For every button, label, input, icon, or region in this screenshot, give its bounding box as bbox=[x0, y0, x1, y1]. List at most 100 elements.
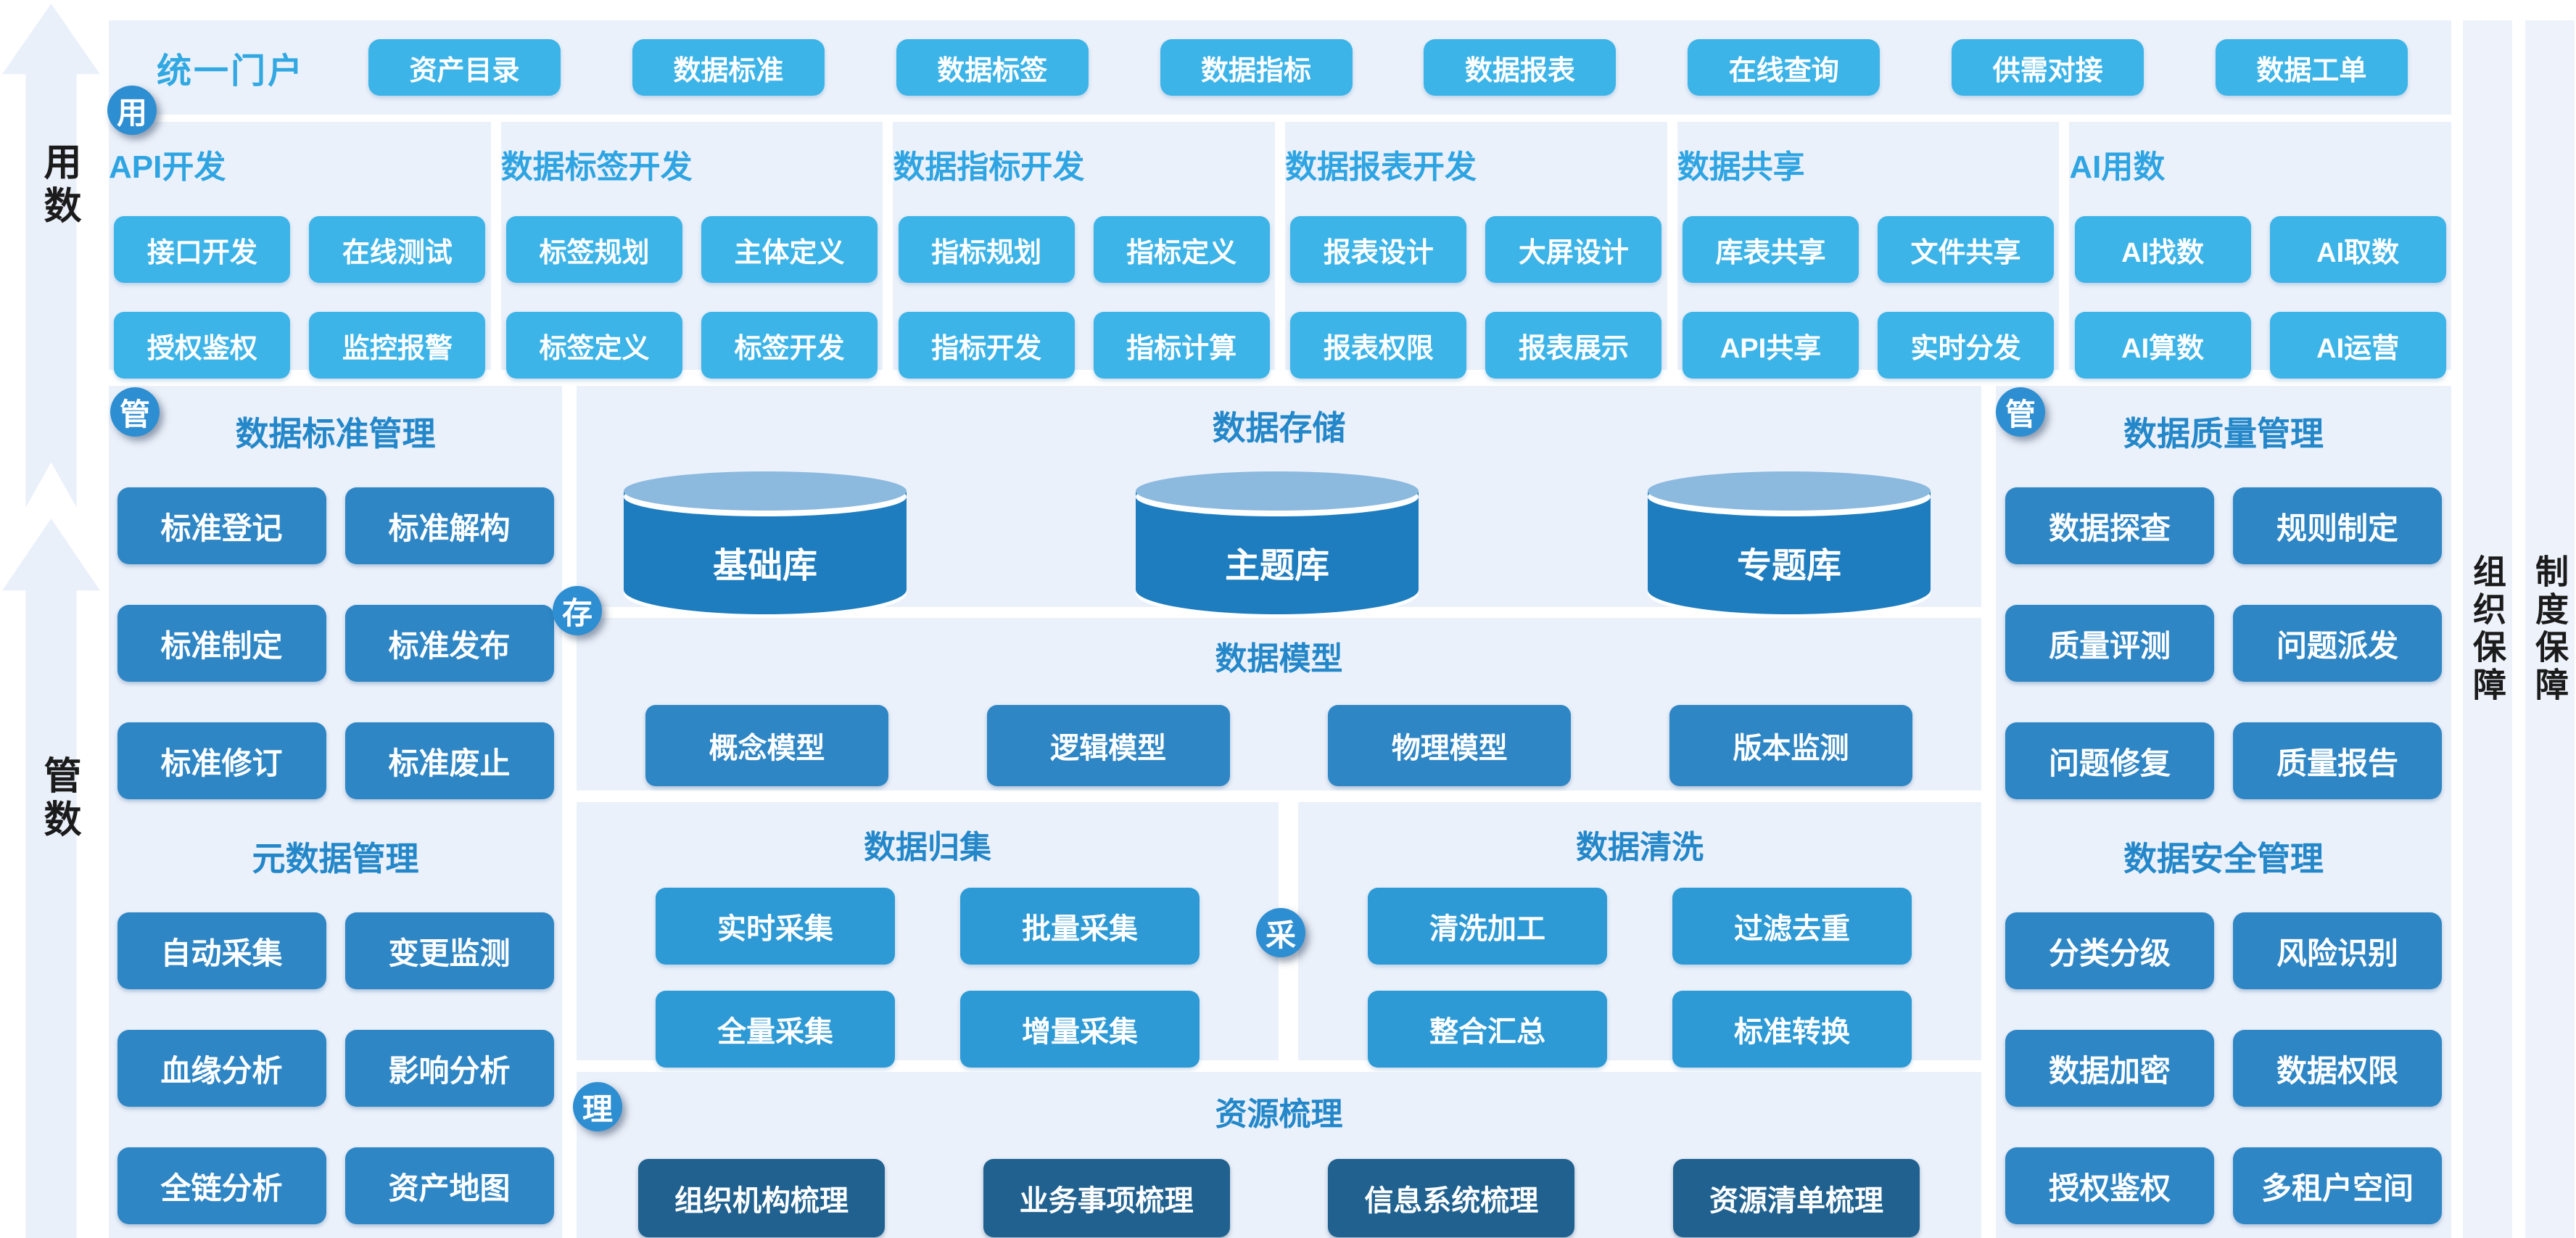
module-button[interactable]: 风险识别 bbox=[2233, 912, 2442, 989]
feature-button[interactable]: 监控报警 bbox=[309, 312, 486, 379]
module-button[interactable]: 全量采集 bbox=[656, 991, 895, 1068]
module-button[interactable]: 批量采集 bbox=[960, 888, 1200, 965]
module-button[interactable]: 问题修复 bbox=[2005, 722, 2214, 799]
cylinder-top-icon bbox=[1648, 471, 1931, 511]
panel-data-quality-security: 数据质量管理 数据探查 规则制定 质量评测 问题派发 问题修复 质量报告 数据安… bbox=[1996, 386, 2451, 1238]
portal-button[interactable]: 数据工单 bbox=[2215, 39, 2408, 96]
module-button[interactable]: 逻辑模型 bbox=[986, 705, 1230, 786]
module-button[interactable]: 组织机构梳理 bbox=[638, 1159, 885, 1237]
feature-button[interactable]: 在线测试 bbox=[309, 216, 486, 283]
module-button[interactable]: 质量报告 bbox=[2233, 722, 2442, 799]
guarantee-bar-label: 组织保障 bbox=[2469, 553, 2506, 705]
panel-data-model: 数据模型 概念模型 逻辑模型 物理模型 版本监测 bbox=[577, 618, 1981, 791]
cleaning-button-grid: 清洗加工 过滤去重 整合汇总 标准转换 bbox=[1298, 888, 1981, 1068]
module-button[interactable]: 过滤去重 bbox=[1672, 888, 1912, 965]
feature-button[interactable]: 标签定义 bbox=[506, 312, 682, 379]
combing-button-row: 组织机构梳理 业务事项梳理 信息系统梳理 资源清单梳理 bbox=[577, 1159, 1981, 1237]
portal-button[interactable]: 数据标准 bbox=[632, 39, 825, 96]
module-button[interactable]: 标准登记 bbox=[117, 487, 326, 564]
portal-button-row: 资产目录 数据标准 数据标签 数据指标 数据报表 在线查询 供需对接 数据工单 bbox=[368, 39, 2408, 96]
panel-title: 元数据管理 bbox=[252, 840, 419, 878]
feature-button[interactable]: 库表共享 bbox=[1683, 216, 1859, 283]
module-button[interactable]: 资产地图 bbox=[344, 1147, 554, 1224]
module-button[interactable]: 数据加密 bbox=[2005, 1030, 2214, 1107]
module-button[interactable]: 概念模型 bbox=[645, 705, 888, 786]
module-button[interactable]: 标准发布 bbox=[344, 605, 554, 682]
feature-button[interactable]: 指标定义 bbox=[1093, 216, 1270, 283]
up-arrow-govern-data bbox=[2, 519, 100, 1238]
module-button[interactable]: 血缘分析 bbox=[117, 1030, 326, 1107]
feature-button[interactable]: 接口开发 bbox=[114, 216, 291, 283]
badge-store-icon: 存 bbox=[553, 586, 602, 635]
rail-label-use-data: 用数 bbox=[38, 142, 80, 229]
module-button[interactable]: 版本监测 bbox=[1669, 705, 1912, 786]
feature-button[interactable]: 主体定义 bbox=[701, 216, 878, 283]
module-button[interactable]: 多租户空间 bbox=[2233, 1147, 2442, 1224]
module-button[interactable]: 物理模型 bbox=[1328, 705, 1572, 786]
portal-button[interactable]: 数据报表 bbox=[1424, 39, 1617, 96]
cylinder-body: 主题库 bbox=[1136, 491, 1419, 614]
portal-button[interactable]: 在线查询 bbox=[1688, 39, 1881, 96]
feature-button[interactable]: API共享 bbox=[1683, 312, 1859, 379]
badge-manage-icon: 管 bbox=[1996, 387, 2045, 437]
module-button[interactable]: 规则制定 bbox=[2233, 487, 2442, 564]
feature-button[interactable]: AI算数 bbox=[2074, 312, 2251, 379]
module-button[interactable]: 变更监测 bbox=[344, 912, 554, 989]
module-button[interactable]: 实时采集 bbox=[656, 888, 895, 965]
feature-button[interactable]: 报表设计 bbox=[1290, 216, 1467, 283]
module-button[interactable]: 分类分级 bbox=[2005, 912, 2214, 989]
module-button[interactable]: 数据权限 bbox=[2233, 1030, 2442, 1107]
up-arrow-use-data bbox=[2, 4, 100, 508]
portal-button[interactable]: 数据指标 bbox=[1160, 39, 1353, 96]
feature-button[interactable]: AI运营 bbox=[2269, 312, 2446, 379]
module-button[interactable]: 清洗加工 bbox=[1368, 888, 1607, 965]
dev-panel-title: 数据标签开发 bbox=[500, 149, 693, 185]
module-button[interactable]: 授权鉴权 bbox=[2005, 1147, 2214, 1224]
feature-button[interactable]: 文件共享 bbox=[1878, 216, 2055, 283]
dev-panel-api: API开发 接口开发 在线测试 授权鉴权 监控报警 bbox=[109, 122, 491, 379]
module-button[interactable]: 资源清单梳理 bbox=[1672, 1159, 1920, 1237]
feature-button[interactable]: 指标开发 bbox=[898, 312, 1075, 379]
feature-button[interactable]: 指标计算 bbox=[1093, 312, 1270, 379]
module-button[interactable]: 自动采集 bbox=[117, 912, 326, 989]
module-button[interactable]: 影响分析 bbox=[344, 1030, 554, 1107]
feature-button[interactable]: 授权鉴权 bbox=[114, 312, 291, 379]
module-button[interactable]: 标准解构 bbox=[344, 487, 554, 564]
module-button[interactable]: 标准转换 bbox=[1672, 991, 1912, 1068]
module-button[interactable]: 信息系统梳理 bbox=[1328, 1159, 1575, 1237]
database-cylinder: 基础库 bbox=[624, 471, 907, 619]
feature-button[interactable]: 指标规划 bbox=[898, 216, 1075, 283]
feature-button[interactable]: 大屏设计 bbox=[1485, 216, 1662, 283]
module-button[interactable]: 质量评测 bbox=[2005, 605, 2214, 682]
feature-button[interactable]: 标签开发 bbox=[701, 312, 878, 379]
feature-button[interactable]: 报表权限 bbox=[1290, 312, 1467, 379]
dev-panel-title: AI用数 bbox=[2069, 149, 2166, 185]
portal-button[interactable]: 供需对接 bbox=[1952, 39, 2144, 96]
module-button[interactable]: 问题派发 bbox=[2233, 605, 2442, 682]
dev-button-grid: 报表设计 大屏设计 报表权限 报表展示 bbox=[1285, 216, 1667, 379]
portal-title: 统一门户 bbox=[157, 52, 305, 91]
feature-button[interactable]: AI找数 bbox=[2074, 216, 2251, 283]
panel-title: 数据安全管理 bbox=[2123, 840, 2324, 878]
module-button[interactable]: 增量采集 bbox=[960, 991, 1200, 1068]
dev-panel-title: 数据指标开发 bbox=[893, 149, 1085, 185]
panel-title: 数据质量管理 bbox=[2123, 415, 2324, 453]
feature-button[interactable]: AI取数 bbox=[2269, 216, 2446, 283]
module-button[interactable]: 标准制定 bbox=[117, 605, 326, 682]
panel-data-storage: 数据存储 基础库 主题库 专题库 bbox=[577, 386, 1981, 614]
model-button-row: 概念模型 逻辑模型 物理模型 版本监测 bbox=[577, 705, 1981, 786]
module-button[interactable]: 全链分析 bbox=[117, 1147, 326, 1224]
module-button[interactable]: 业务事项梳理 bbox=[983, 1159, 1230, 1237]
portal-button[interactable]: 资产目录 bbox=[368, 39, 561, 96]
feature-button[interactable]: 实时分发 bbox=[1878, 312, 2055, 379]
panel-data-cleaning: 数据清洗 清洗加工 过滤去重 整合汇总 标准转换 bbox=[1298, 802, 1981, 1068]
module-button[interactable]: 标准废止 bbox=[344, 722, 554, 799]
module-button[interactable]: 整合汇总 bbox=[1368, 991, 1607, 1068]
module-button[interactable]: 数据探查 bbox=[2005, 487, 2214, 564]
cylinder-body: 专题库 bbox=[1648, 491, 1931, 614]
portal-button[interactable]: 数据标签 bbox=[896, 39, 1089, 96]
feature-button[interactable]: 报表展示 bbox=[1485, 312, 1662, 379]
module-button[interactable]: 标准修订 bbox=[117, 722, 326, 799]
feature-button[interactable]: 标签规划 bbox=[506, 216, 682, 283]
collection-button-grid: 实时采集 批量采集 全量采集 增量采集 bbox=[577, 888, 1279, 1068]
